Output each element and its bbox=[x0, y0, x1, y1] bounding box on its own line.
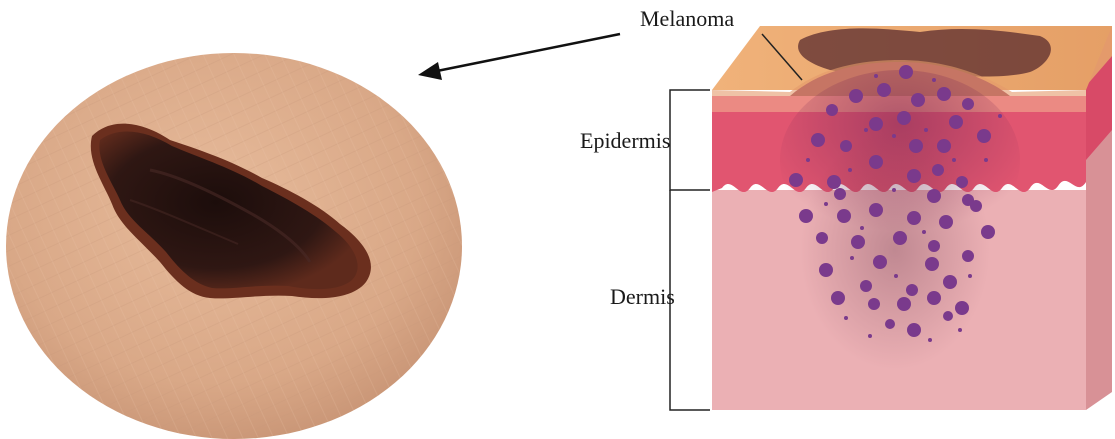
skin-cross-section bbox=[670, 26, 1112, 410]
label-melanoma: Melanoma bbox=[640, 6, 734, 31]
layer-brackets bbox=[670, 90, 710, 410]
mole-photo bbox=[6, 53, 462, 439]
label-dermis: Dermis bbox=[610, 284, 675, 309]
label-epidermis: Epidermis bbox=[580, 128, 670, 153]
pointer-arrow bbox=[418, 34, 620, 80]
